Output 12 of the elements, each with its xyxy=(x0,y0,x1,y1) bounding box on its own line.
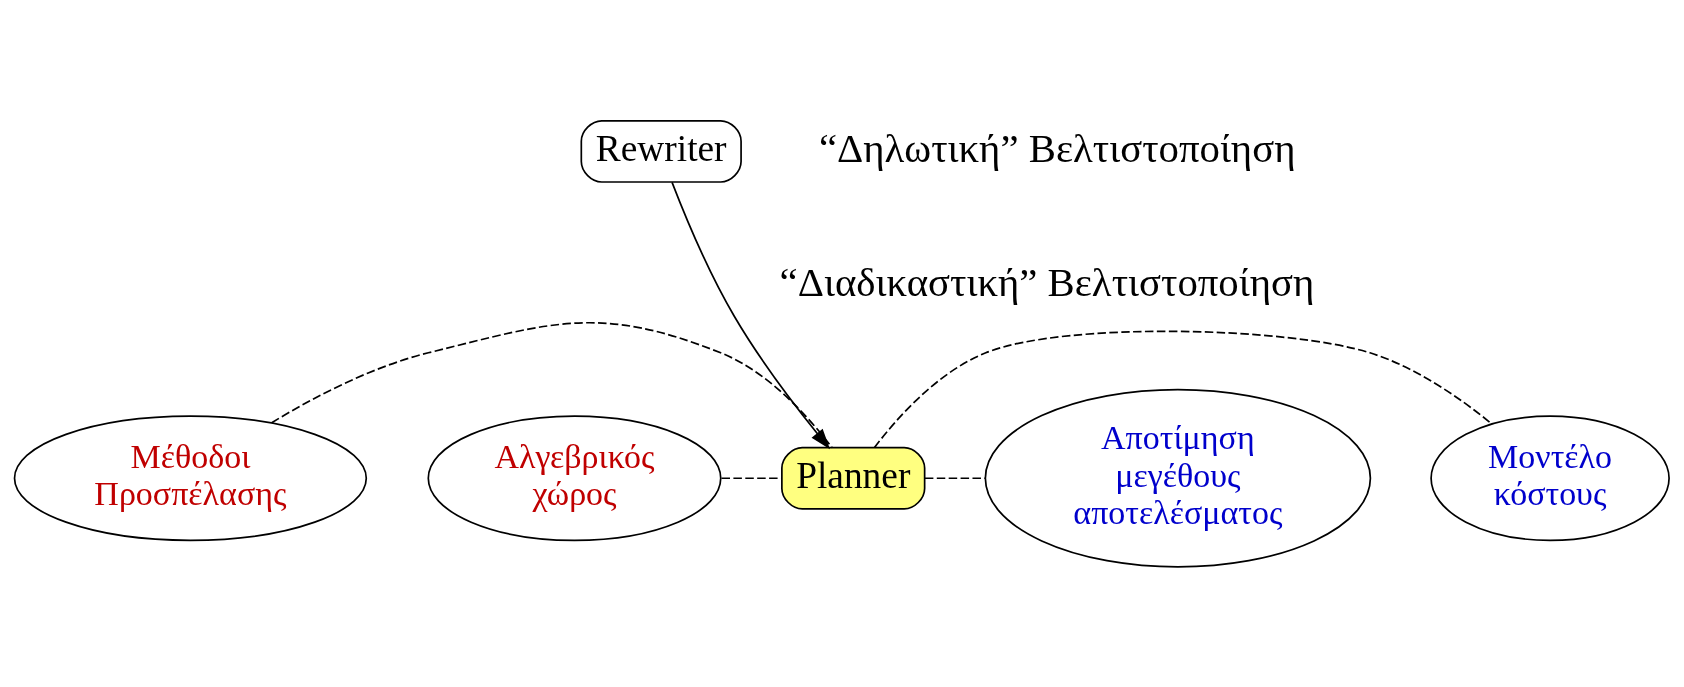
node-ellipse: Μοντέλο κόστους xyxy=(1430,414,1670,541)
connector xyxy=(924,476,987,479)
node-ellipse: Αλγεβρικός χώρος xyxy=(427,414,722,541)
node-box: Planner xyxy=(781,446,926,510)
node-ellipse: Αποτίμηση μεγέθους αποτελέσματος xyxy=(984,388,1372,568)
label: “Δηλωτική” Βελτιστοποίηση xyxy=(818,125,1296,171)
label: “Διαδικαστική” Βελτιστοποίηση xyxy=(779,259,1315,305)
connector xyxy=(873,330,1492,448)
node-box: Rewriter xyxy=(580,119,742,183)
arrow xyxy=(671,180,830,449)
connector xyxy=(270,321,833,448)
node-ellipse: Μέθοδοι Προσπέλασης xyxy=(13,414,368,541)
